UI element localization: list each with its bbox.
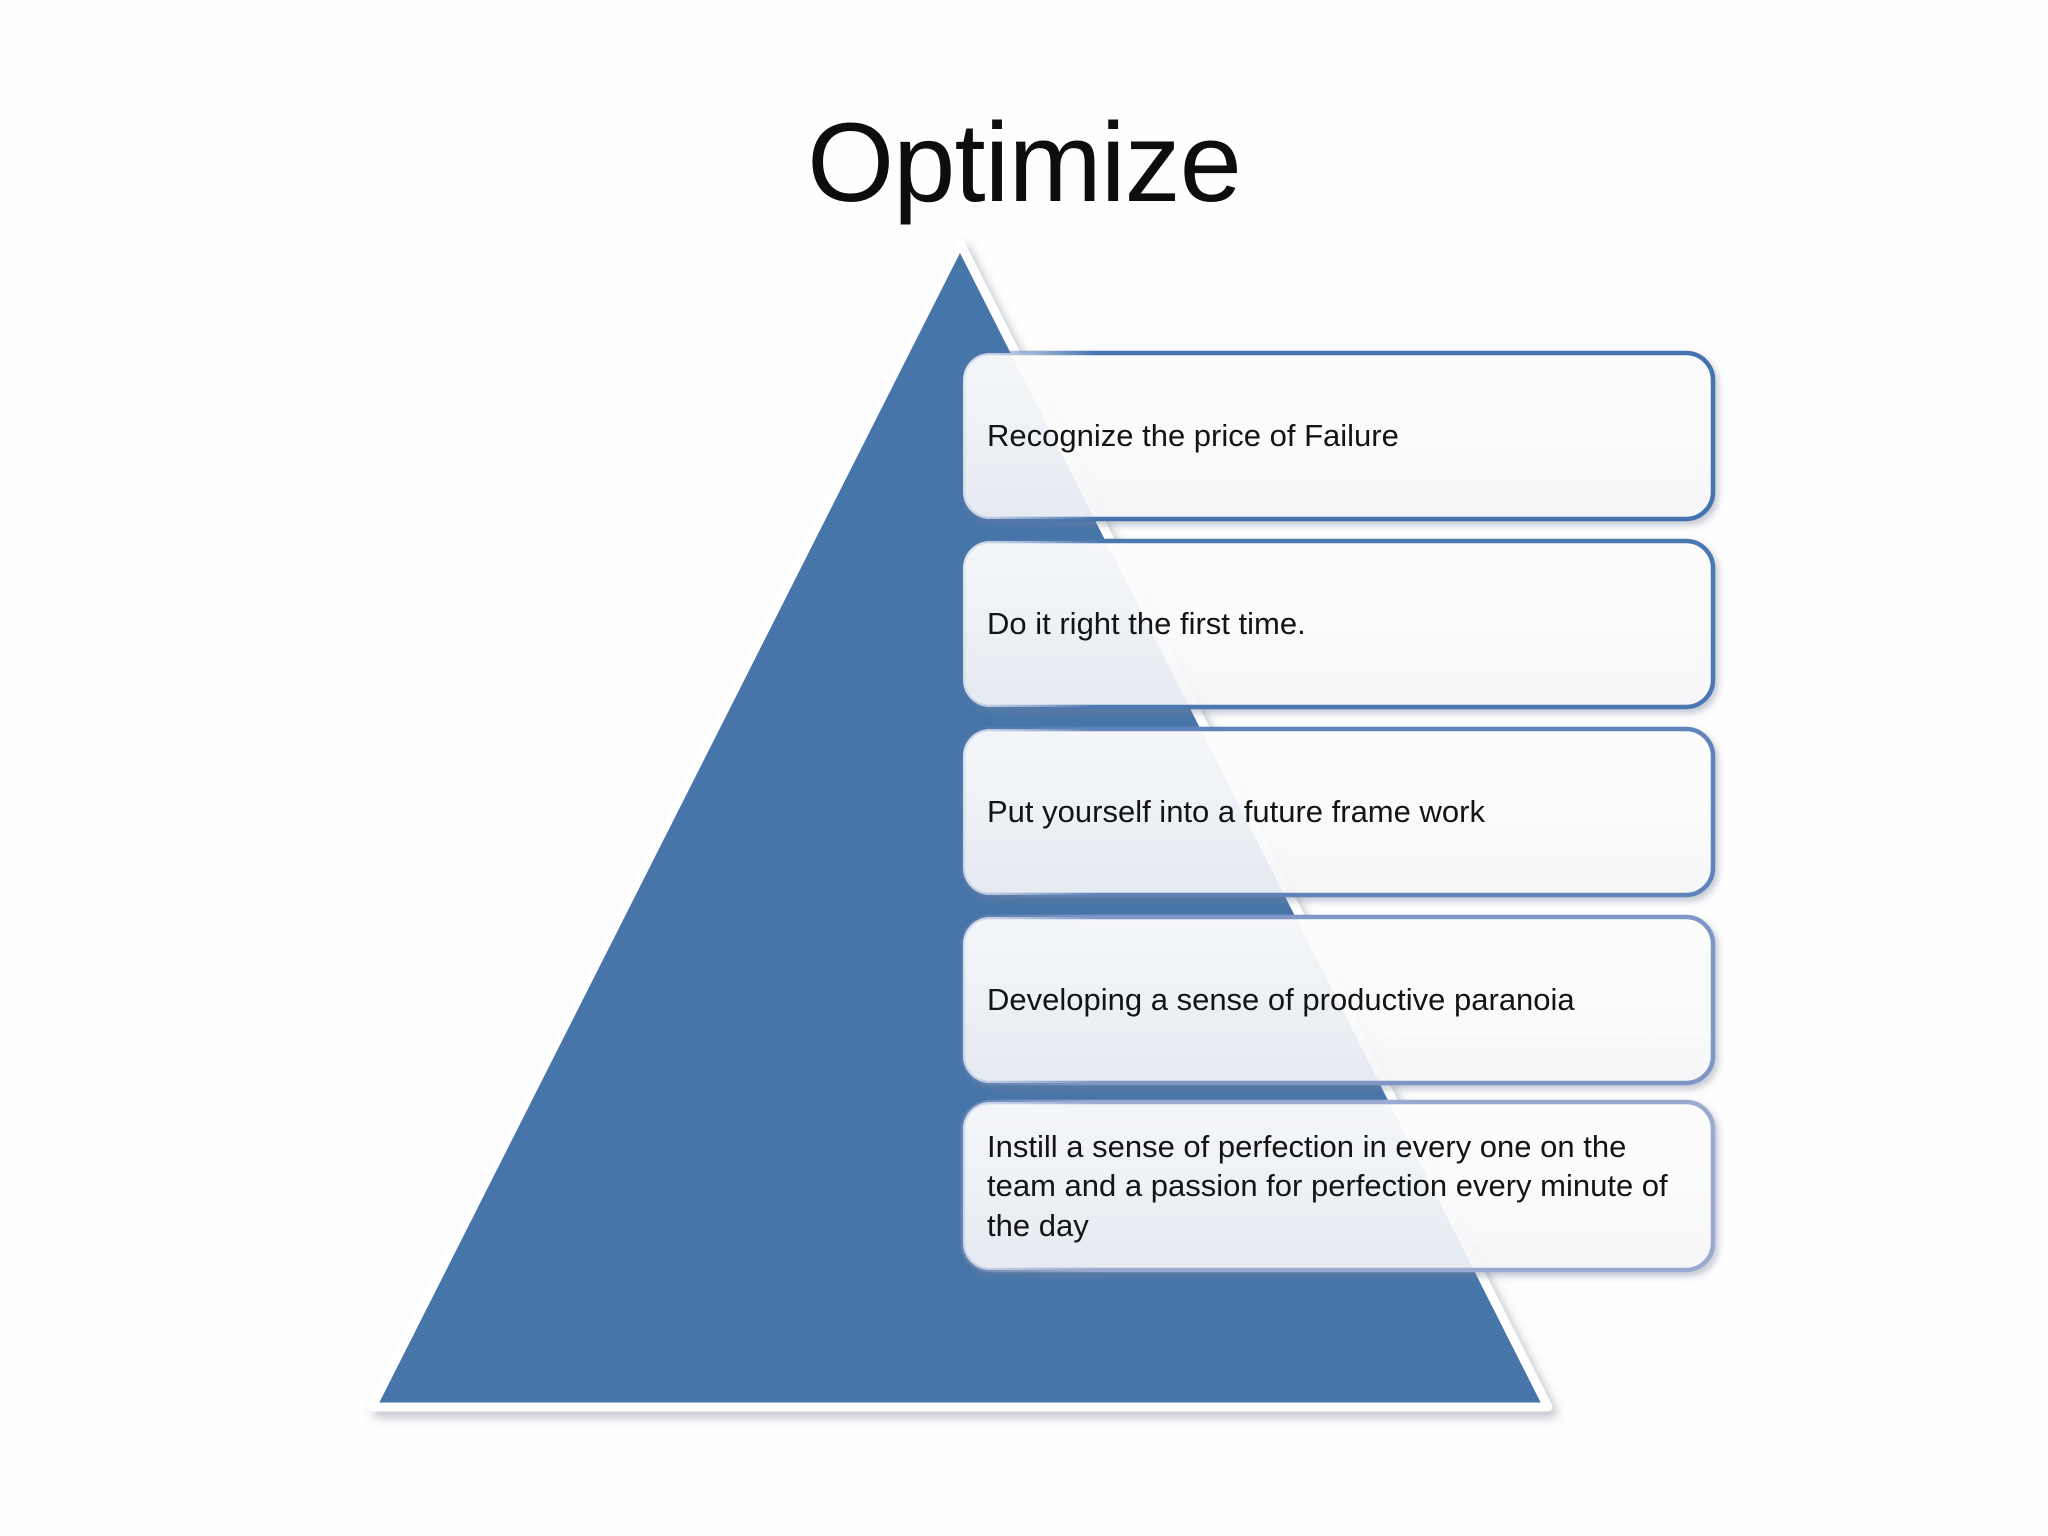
list-item-box-2 (960, 538, 1716, 710)
item-text: Instill a sense of perfection in every o… (987, 1129, 1668, 1243)
list-item-box-4 (960, 914, 1716, 1086)
page-title: Optimize (807, 100, 1242, 225)
list-item-box-5 (960, 1099, 1716, 1273)
list-item-box-3 (960, 726, 1716, 898)
list-item-label-1: Recognize the price of Failure (963, 353, 1713, 519)
item-text: Recognize the price of Failure (987, 418, 1399, 454)
item-text: Put yourself into a future frame work (987, 794, 1485, 830)
list-item-box-1 (960, 350, 1716, 522)
list-item-label-3: Put yourself into a future frame work (963, 729, 1713, 895)
list-item-label-5: Instill a sense of perfection in every o… (963, 1102, 1713, 1270)
list-item-label-4: Developing a sense of productive paranoi… (963, 917, 1713, 1083)
item-text: Developing a sense of productive paranoi… (987, 982, 1575, 1018)
item-text: Do it right the first time. (987, 606, 1306, 642)
list-item-label-2: Do it right the first time. (963, 541, 1713, 707)
